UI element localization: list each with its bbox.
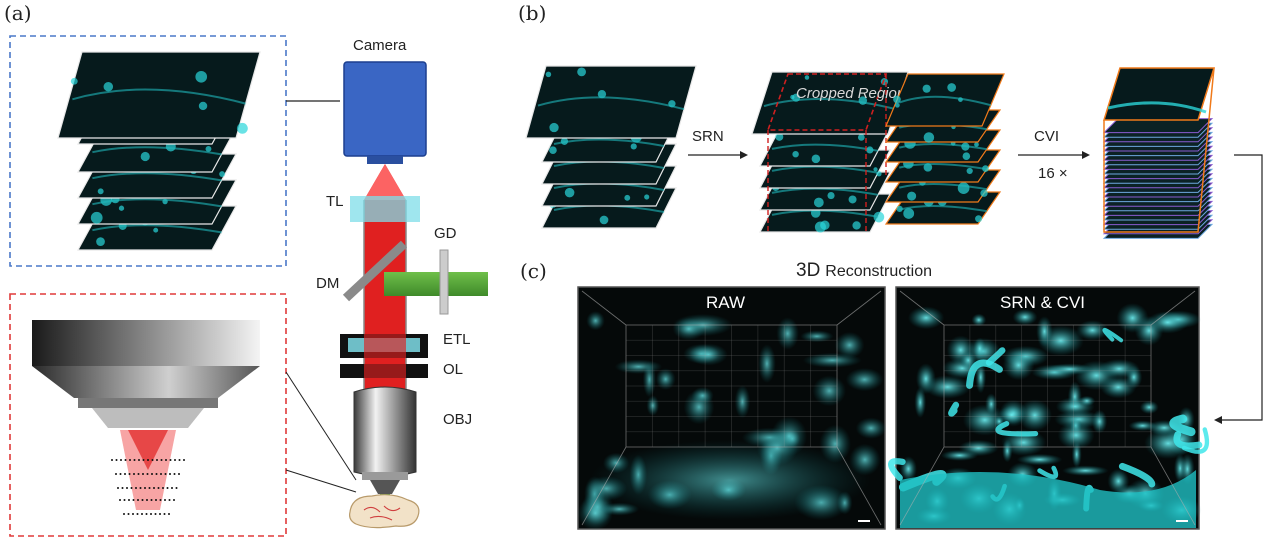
image-stack-cropped (884, 73, 1005, 225)
reconstruction-title-rest: Reconstruction (825, 263, 932, 280)
stack-layer-top (751, 71, 909, 135)
ol-label: OL (443, 361, 463, 378)
reconstruction-title: 3D Reconstruction (796, 260, 932, 281)
stack-layer-top (1102, 67, 1216, 121)
panel-label-c: (c) (520, 259, 547, 283)
render-raw: RAW (577, 286, 887, 531)
stack-layer-top (885, 73, 1005, 127)
stack-layer-top (57, 51, 261, 139)
image-stack-input (525, 65, 697, 229)
factor-label: 16 × (1038, 165, 1068, 182)
objective (353, 386, 417, 494)
gd-label: GD (434, 225, 457, 242)
render-enhanced: SRN & CVI (888, 286, 1210, 530)
objective-zoom-box (9, 293, 287, 537)
camera-mount (367, 156, 403, 164)
reconstruction-title-prefix: 3D (796, 260, 820, 281)
obj-label: OBJ (443, 411, 472, 428)
camera-label: Camera (353, 37, 407, 54)
connector-line-lower (285, 469, 357, 493)
stack-zoom-box (9, 35, 287, 267)
laser-beam-green (384, 272, 488, 296)
panel-label-b: (b) (518, 1, 546, 25)
tl-label: TL (326, 193, 344, 210)
mouse-brain (349, 494, 420, 529)
image-stack-a (57, 51, 261, 251)
connector-line-upper (285, 371, 357, 481)
cropped-region-label: Cropped Region (796, 85, 905, 102)
objective-illustration (32, 320, 260, 510)
etl-label: ETL (443, 331, 471, 348)
cropped-region-box (766, 73, 888, 131)
srn-label: SRN (692, 128, 724, 145)
focal-plane-dots (111, 459, 185, 515)
image-stack-interpolated (1102, 67, 1216, 239)
arrow-to-reconstruction (1222, 154, 1263, 421)
gradient-filter (439, 249, 449, 315)
tube-lens (350, 196, 420, 222)
cvi-label: CVI (1034, 128, 1059, 145)
dichroic-mirror (342, 240, 408, 302)
panel-label-a: (a) (4, 1, 32, 25)
enhanced-label: SRN & CVI (1000, 293, 1085, 312)
dm-label: DM (316, 275, 339, 292)
camera-body (343, 61, 427, 157)
stack-layer-top (525, 65, 697, 139)
raw-label: RAW (706, 293, 745, 312)
image-stack-srn (751, 71, 909, 233)
